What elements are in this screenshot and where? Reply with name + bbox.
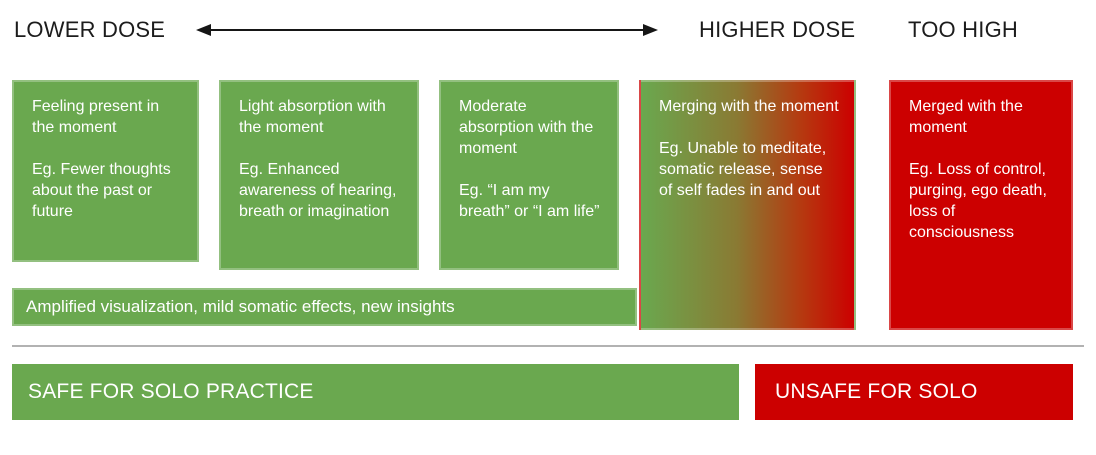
unsafe-for-solo-bar: UNSAFE FOR SOLO	[755, 364, 1073, 420]
safe-for-solo-bar: SAFE FOR SOLO PRACTICE	[12, 364, 739, 420]
dose-box-feeling-present: Feeling present in the moment Eg. Fewer …	[12, 80, 199, 262]
dose-box-example: Eg. Unable to meditate, somatic release,…	[659, 140, 827, 199]
higher-dose-label: HIGHER DOSE	[699, 17, 856, 42]
dose-box-example: Eg. Fewer thoughts about the past or fut…	[32, 161, 171, 220]
dose-box-title: Merged with the moment	[909, 98, 1023, 136]
effects-bar-label: Amplified visualization, mild somatic ef…	[26, 297, 455, 316]
dose-box-merged: Merged with the moment Eg. Loss of contr…	[889, 80, 1073, 330]
effects-bar: Amplified visualization, mild somatic ef…	[12, 288, 637, 326]
dose-box-example: Eg. “I am my breath” or “I am life”	[459, 182, 600, 220]
dose-box-moderate-absorption: Moderate absorption with the moment Eg. …	[439, 80, 619, 270]
dose-box-title: Moderate absorption with the moment	[459, 98, 594, 157]
unsafe-bar-label: UNSAFE FOR SOLO	[775, 380, 978, 403]
dose-box-merging: Merging with the moment Eg. Unable to me…	[639, 80, 856, 330]
dose-box-title: Feeling present in the moment	[32, 98, 160, 136]
dose-box-title: Merging with the moment	[659, 98, 839, 115]
lower-dose-label: LOWER DOSE	[14, 17, 166, 42]
dose-box-title: Light absorption with the moment	[239, 98, 386, 136]
safe-bar-label: SAFE FOR SOLO PRACTICE	[28, 380, 314, 403]
dose-box-light-absorption: Light absorption with the moment Eg. Enh…	[219, 80, 419, 270]
too-high-label: TOO HIGH	[908, 17, 1018, 42]
dose-box-example: Eg. Enhanced awareness of hearing, breat…	[239, 161, 397, 220]
divider-line	[12, 345, 1084, 347]
dose-box-example: Eg. Loss of control, purging, ego death,…	[909, 161, 1047, 241]
dose-range-arrow	[196, 24, 658, 36]
